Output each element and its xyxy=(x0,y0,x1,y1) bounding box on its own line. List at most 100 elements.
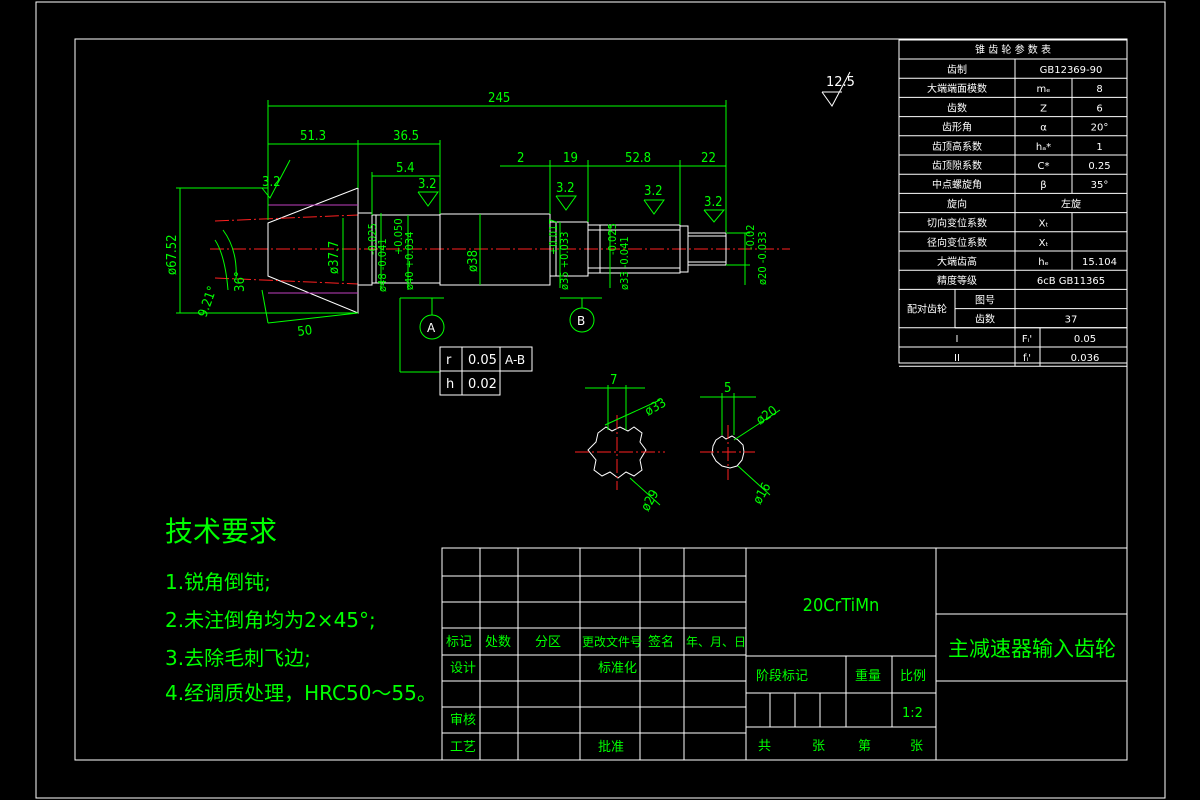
dim-19: 19 xyxy=(563,151,578,166)
datum-a-label: A xyxy=(427,321,436,335)
dim-dia-40: ø40 +0.034 xyxy=(403,232,416,290)
params-row-symbol: hₑ xyxy=(1038,257,1049,268)
params-row-label: 齿形角 xyxy=(942,122,972,134)
spline-dia-33: ø33 xyxy=(643,395,670,419)
roughness-general-label: 12.5 xyxy=(826,75,855,90)
params-row-value: 8 xyxy=(1096,84,1102,95)
dim-angle-36: 36° xyxy=(233,271,248,292)
dim-dia-35-tol: +0.017 xyxy=(547,218,560,255)
roughness-label-1: 3.2 xyxy=(262,175,281,190)
bevel-gear-head xyxy=(267,187,359,314)
dim-2: 2 xyxy=(517,151,524,166)
shaft-end-20 xyxy=(687,232,727,266)
spline-width-7: 7 xyxy=(610,373,617,388)
params-row-label: 大端端面模数 xyxy=(927,82,987,95)
dim-dia-37-7: ø37.7 xyxy=(327,241,342,274)
params-row-label: 大端齿高 xyxy=(937,255,977,268)
dim-dia-38: ø38 xyxy=(466,250,481,272)
svg-text:0.02: 0.02 xyxy=(468,377,497,392)
spline-dia-29: ø29 xyxy=(638,487,662,514)
standardize-label: 标准化 xyxy=(598,661,637,676)
params-row-value: GB12369-90 xyxy=(1040,65,1103,76)
requirement-item: 1.锐角倒钝; xyxy=(165,570,271,594)
datum-b-circle xyxy=(569,307,595,333)
svg-text:r: r xyxy=(446,353,452,368)
params-row-symbol: Z xyxy=(1040,103,1047,114)
review-label: 审核 xyxy=(450,713,476,728)
roughness-label-3: 3.2 xyxy=(556,181,575,196)
check-row-symbol: fᵢ' xyxy=(1023,353,1031,364)
params-row-symbol: Xₜ xyxy=(1039,219,1049,230)
svg-text:更改文件号: 更改文件号 xyxy=(582,634,642,649)
dim-dia-40-tol: +0.050 xyxy=(392,218,405,255)
dim-52-8: 52.8 xyxy=(625,151,651,166)
mate-row-label: 齿数 xyxy=(975,313,995,326)
weight-label: 重量 xyxy=(855,668,881,684)
dim-51-3: 51.3 xyxy=(300,129,326,144)
params-row-label: 齿顶高系数 xyxy=(932,140,982,153)
svg-text:标记: 标记 xyxy=(446,635,472,650)
svg-text:共: 共 xyxy=(758,739,771,754)
dim-245: 245 xyxy=(488,91,510,106)
requirement-item: 2.未注倒角均为2×45°; xyxy=(165,608,376,632)
spline-dia-16: ø16 xyxy=(750,480,774,507)
params-row-value: 1 xyxy=(1096,142,1102,153)
params-row-symbol: β xyxy=(1040,180,1046,191)
svg-text:处数: 处数 xyxy=(485,635,511,650)
dim-dia-33-tol: -0.025 xyxy=(606,223,619,255)
dim-22: 22 xyxy=(701,151,716,166)
params-row-symbol: mₑ xyxy=(1037,84,1051,95)
requirement-item: 4.经调质处理，HRC50～55。 xyxy=(165,681,437,705)
spline-section-20 xyxy=(700,393,781,496)
params-row-value: 20° xyxy=(1091,123,1109,134)
params-row-symbol: Xₜ xyxy=(1039,238,1049,249)
params-row-label: 旋向 xyxy=(947,197,967,210)
svg-text:h: h xyxy=(446,377,454,392)
params-row-label: 中点螺旋角 xyxy=(932,178,982,191)
check-row-symbol: Fᵢ' xyxy=(1022,334,1032,345)
params-row-label: 精度等级 xyxy=(937,274,977,287)
roughness-label-2: 3.2 xyxy=(418,177,437,192)
params-row-value: 0.25 xyxy=(1088,161,1110,172)
spline-width-5: 5 xyxy=(724,381,731,396)
scale-label: 比例 xyxy=(900,669,926,684)
params-row-symbol: C* xyxy=(1038,161,1050,172)
scale-value: 1:2 xyxy=(902,706,923,721)
svg-text:A-B: A-B xyxy=(505,353,525,367)
stage-mark-label: 阶段标记 xyxy=(756,669,808,684)
params-row-symbol: α xyxy=(1040,123,1047,134)
params-row-value: 35° xyxy=(1091,180,1109,191)
dim-dia-20: ø20 -0.033 xyxy=(756,231,769,285)
dim-50: 50 xyxy=(296,323,313,340)
params-row-label: 齿制 xyxy=(947,63,967,76)
svg-text:张: 张 xyxy=(812,739,825,754)
params-row-label: 径向变位系数 xyxy=(927,236,987,249)
dim-dia-67-52: ø67.52 xyxy=(165,234,180,275)
mate-gear-label: 配对齿轮 xyxy=(907,303,947,316)
dim-angle-921: 9.21° xyxy=(196,284,221,319)
roughness-label-5: 3.2 xyxy=(704,195,723,210)
svg-text:0.05: 0.05 xyxy=(468,353,497,368)
datum-b-label: B xyxy=(577,314,585,328)
params-row-value: 左旋 xyxy=(1061,197,1081,210)
check-row-value: 0.05 xyxy=(1074,334,1096,345)
params-row-label: 齿数 xyxy=(947,101,967,114)
check-row-value: 0.036 xyxy=(1071,353,1100,364)
svg-text:签名: 签名 xyxy=(648,634,674,650)
svg-text:分区: 分区 xyxy=(535,635,561,650)
requirements-title: 技术要求 xyxy=(165,515,278,548)
svg-text:第: 第 xyxy=(858,739,871,754)
dim-dia-48: ø48 -0.041 xyxy=(376,238,389,292)
dim-dia-35: ø35 +0.033 xyxy=(558,232,571,290)
params-row-value: 15.104 xyxy=(1082,257,1117,268)
check-row-label: I xyxy=(956,334,959,345)
tolerance-frame: r 0.05 A-B h 0.02 xyxy=(439,346,533,396)
drawing-name: 主减速器输入齿轮 xyxy=(948,637,1116,661)
roughness-symbol xyxy=(261,159,291,199)
dim-dia-48-tol: -0.025 xyxy=(366,223,379,255)
material-label: 20CrTiMn xyxy=(803,595,880,616)
shaft-view xyxy=(176,71,851,373)
params-table-title: 锥 齿 轮 参 数 表 xyxy=(975,43,1051,56)
